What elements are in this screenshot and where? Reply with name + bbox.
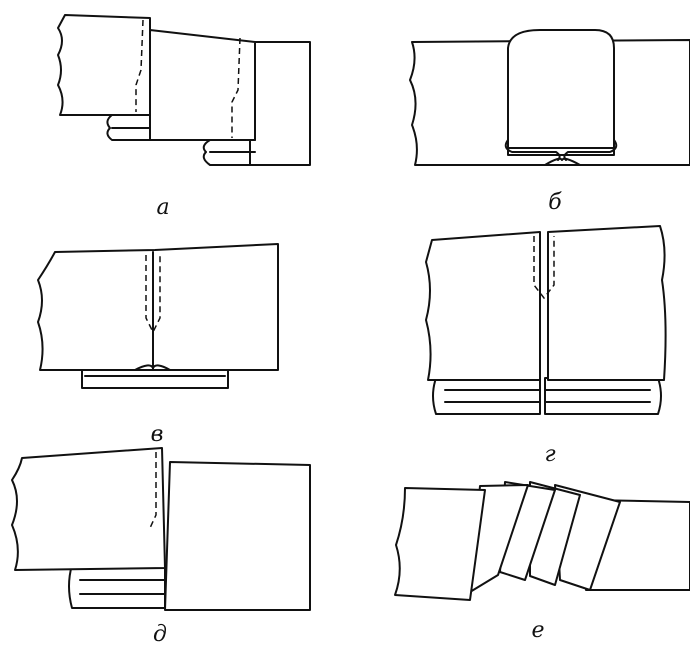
fold-loop bbox=[504, 139, 618, 161]
right-fabric bbox=[547, 225, 667, 381]
panel-label: е bbox=[531, 618, 544, 643]
left-fabric bbox=[394, 487, 486, 601]
panel-g-double-pleat: г bbox=[425, 225, 667, 467]
stitch-line bbox=[145, 255, 161, 334]
fold-line bbox=[444, 389, 541, 403]
fold-loop bbox=[106, 114, 151, 141]
panel-label: б bbox=[548, 190, 562, 215]
left-fabric bbox=[57, 14, 151, 116]
panel-d-deep-pleat: д bbox=[11, 447, 311, 647]
stitch-line bbox=[231, 37, 241, 138]
panel-b-box-pleat: б bbox=[409, 29, 690, 215]
pleat-panel bbox=[507, 29, 615, 156]
panel-label: д bbox=[153, 622, 167, 647]
middle-fabric bbox=[149, 29, 256, 141]
fabric bbox=[37, 243, 279, 371]
fold-stack bbox=[544, 377, 662, 415]
stitch-line bbox=[135, 19, 144, 112]
panel-label: а bbox=[156, 195, 169, 220]
center-seam bbox=[544, 157, 581, 166]
panel-label: в bbox=[151, 422, 164, 447]
fold-stack bbox=[68, 564, 166, 609]
panel-e-knife-pleats: е bbox=[394, 481, 690, 643]
stitch-line bbox=[533, 236, 555, 300]
stitch-line bbox=[149, 452, 157, 529]
fold-loop bbox=[202, 139, 256, 166]
panel-a-one-sided-pleats: а bbox=[57, 14, 311, 220]
base-fabric bbox=[164, 461, 311, 611]
fold-line bbox=[544, 389, 651, 403]
fold-stack bbox=[432, 377, 541, 415]
left-fabric bbox=[425, 231, 541, 381]
panel-v-counter-pleat: в bbox=[37, 243, 279, 447]
panel-label: г bbox=[544, 442, 555, 467]
base-fabric bbox=[249, 41, 311, 166]
front-fabric bbox=[11, 447, 166, 571]
pleat-join bbox=[134, 364, 171, 371]
fold-line bbox=[79, 579, 166, 595]
